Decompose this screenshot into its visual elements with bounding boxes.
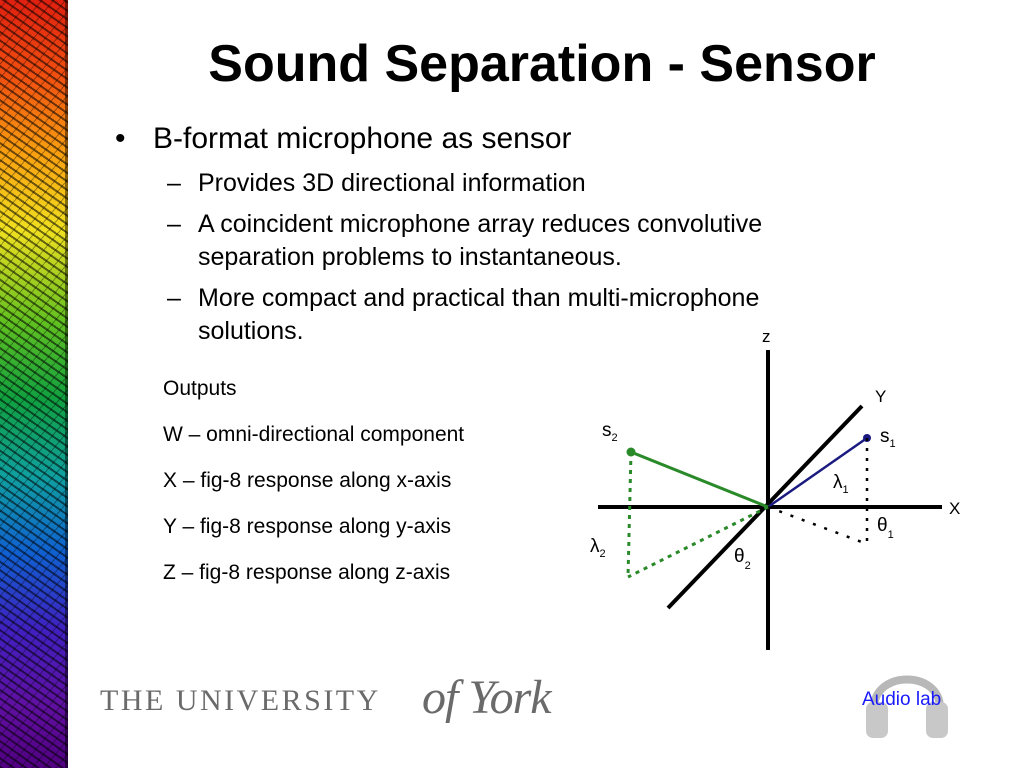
decorative-side-strip [0,0,68,768]
university-of-york-logo: THE UNIVERSITY of York [100,671,560,728]
lambda1-letter: λ [833,472,843,493]
s1-label: s1 [880,426,896,450]
s2-sub: 2 [612,432,618,444]
y-axis-label: Y [875,387,886,406]
bullet-marker: • [115,122,126,155]
s2-vector [630,450,769,509]
lambda2-sub: 2 [600,548,606,560]
lambda2-letter: λ [590,536,600,557]
sub-bullet-marker: – [167,284,181,312]
outputs-list: Outputs W – omni-directional component X… [163,376,464,606]
theta1-letter: θ [877,515,888,536]
s2-label: s2 [602,420,618,444]
s2-letter: s [602,420,612,441]
sub-bullet-text: Provides 3D directional information [198,169,586,197]
bullet-text: B-format microphone as sensor [153,122,572,155]
headphones-left-cup [866,702,888,738]
headphones-icon [866,675,948,738]
sub-bullet-marker: – [167,210,181,238]
s2-projection-vertical [626,451,633,578]
sub-bullet-marker: – [167,169,181,197]
theta2-label: θ2 [734,546,751,572]
slide-title: Sound Separation - Sensor [208,35,876,93]
university-script-text: of York [422,671,552,724]
audio-lab-label: Audio lab [862,689,942,710]
strip-texture [0,0,68,768]
outputs-heading: Outputs [163,377,237,400]
output-z: Z – fig-8 response along z-axis [163,561,451,584]
lambda1-sub: 1 [843,484,849,496]
output-x: X – fig-8 response along x-axis [163,469,452,492]
s1-projection-floor [767,505,868,546]
headphones-band [870,675,944,709]
theta2-letter: θ [734,546,745,567]
university-caps-text: THE UNIVERSITY [100,684,381,717]
lambda2-label: λ2 [590,536,606,560]
b-format-axes-diagram: z Y X s1 s2 λ1 λ2 θ1 θ2 [590,327,960,650]
z-axis-label: z [762,327,771,346]
theta2-sub: 2 [745,560,751,572]
s1-letter: s [880,426,890,447]
lambda1-label: λ1 [833,472,849,496]
s1-vector [767,436,868,509]
output-y: Y – fig-8 response along y-axis [163,515,451,538]
strip-edge [65,0,68,768]
sub-bullet-text: More compact and practical than multi-mi… [198,284,760,345]
headphones-right-cup [926,702,948,738]
sub-bullet-text: A coincident microphone array reduces co… [198,210,763,271]
theta1-label: θ1 [877,515,894,541]
s1-sub: 1 [890,438,896,450]
output-w: W – omni-directional component [163,423,465,446]
x-axis-label: X [949,499,960,518]
theta1-sub: 1 [888,529,894,541]
